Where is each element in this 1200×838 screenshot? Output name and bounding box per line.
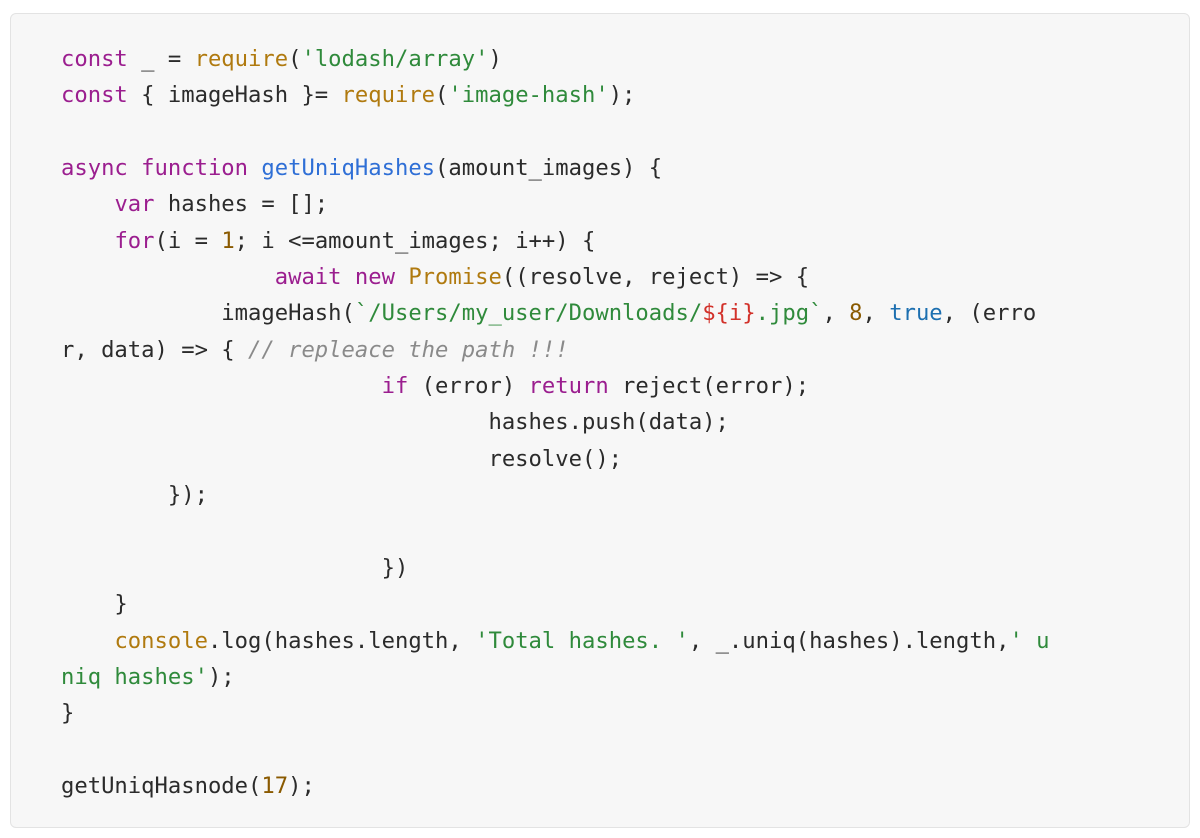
code-line: imageHash(`/Users/my_user/Downloads/${i}… [61,295,1050,331]
code-token: r, data) => { [61,336,249,363]
code-token: require [341,82,436,109]
code-line: getUniqHasnode(17); [61,768,1050,804]
code-token: var [114,191,155,218]
code-token [61,373,382,399]
code-token: (amount_images) { [435,155,663,182]
code-line [61,732,1050,768]
code-line: }) [61,550,1050,586]
code-token: 17 [261,772,289,799]
code-token: hashes = []; [154,191,329,218]
code-token: const [61,46,128,72]
code-token [395,264,408,290]
code-token: getUniqHasnode( [61,772,262,799]
code-token: }); [61,482,208,509]
code-token: return [528,373,609,400]
code-token: true [889,300,943,327]
code-token: 1 [221,227,235,254]
code-token: niq hashes' [61,663,208,690]
code-token: require [194,46,289,72]
code-line: const { imageHash }= require('image-hash… [61,77,1050,113]
code-token [342,264,355,290]
code-token [128,155,141,181]
code-token: Promise [408,264,502,291]
code-line: }); [61,477,1050,513]
code-token: 'lodash/array' [301,46,489,72]
code-line: async function getUniqHashes(amount_imag… [61,150,1050,186]
code-block: const _ = require('lodash/array')const {… [10,13,1190,828]
code-token: ( [435,82,449,109]
code-token: function [141,155,249,182]
code-token: ((resolve, reject) => { [501,264,810,291]
code-token [248,155,261,181]
code-token: const [61,82,128,109]
code-lines: const _ = require('lodash/array')const {… [61,41,1050,804]
code-token: for [114,227,155,254]
code-token: `/Users/my_user/Downloads/ [354,300,703,327]
code-token: async [61,155,128,182]
code-token: ); [288,772,315,799]
code-token: 8 [849,300,863,327]
code-token: // repleace the path !!! [248,336,569,363]
code-token: } [61,700,75,727]
code-token: .log(hashes.length, [207,627,476,654]
code-token: 'Total hashes. ' [475,627,689,654]
code-token: , _.uniq(hashes).length, [688,627,1010,654]
code-token: , [822,300,850,327]
code-token: ; i <=amount_images; i++) { [234,227,596,254]
code-token [61,191,114,217]
code-token: getUniqHashes [261,155,436,182]
code-token: hashes.push(data); [61,409,729,436]
code-line: if (error) return reject(error); [61,368,1050,404]
code-token: ); [207,663,235,690]
code-token: }) [61,554,409,581]
code-token: (error) [408,373,529,400]
code-token: , [862,300,890,327]
code-line: r, data) => { // repleace the path !!! [61,332,1050,368]
code-token: _ = [127,46,195,72]
code-token: await [274,264,342,291]
code-line: for(i = 1; i <=amount_images; i++) { [61,223,1050,259]
code-token: ); [608,82,636,109]
code-token: .jpg` [755,300,823,327]
code-token [61,628,114,654]
code-token [61,228,114,254]
code-token: 'image-hash' [448,82,609,109]
code-line: } [61,695,1050,731]
code-line: } [61,586,1050,622]
code-token: ) [488,46,502,72]
code-token: , (erro [942,300,1037,327]
code-token: { imageHash }= [127,82,342,109]
code-token: reject(error); [608,373,810,400]
code-line [61,513,1050,549]
code-line: var hashes = []; [61,186,1050,222]
code-line: niq hashes'); [61,659,1050,695]
code-token: new [354,264,395,291]
code-token: (i = [154,227,222,254]
code-token: if [381,373,409,400]
code-line: resolve(); [61,441,1050,477]
code-token: ${i} [702,300,756,327]
code-token [61,264,275,290]
code-line: console.log(hashes.length, 'Total hashes… [61,623,1050,659]
code-line: hashes.push(data); [61,404,1050,440]
code-token: console [114,627,208,654]
code-token: } [61,591,128,618]
code-token: ( [288,46,302,72]
code-line: await new Promise((resolve, reject) => { [61,259,1050,295]
code-token: ' u [1009,627,1050,654]
code-line: const _ = require('lodash/array') [61,41,1050,77]
code-line [61,114,1050,150]
code-token: imageHash( [61,300,355,327]
code-token: resolve(); [61,445,623,472]
